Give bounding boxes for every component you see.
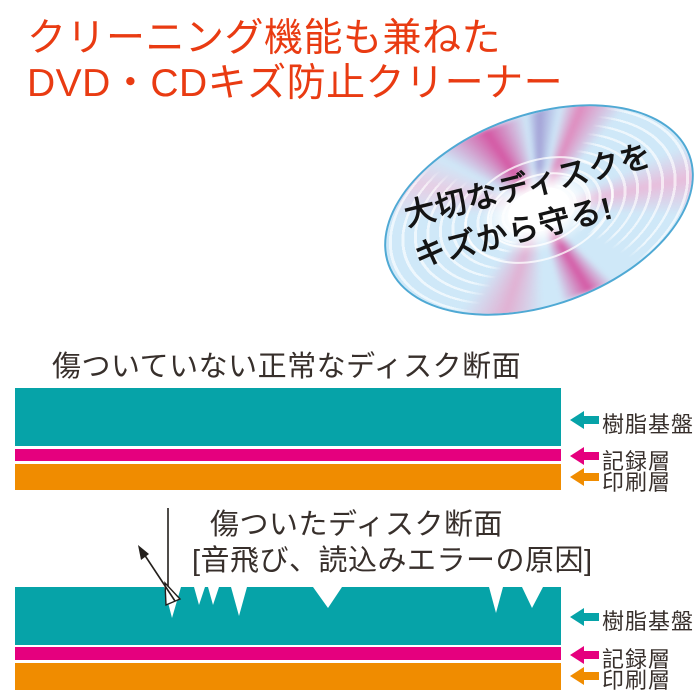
scratched-record-layer-bar xyxy=(15,647,561,660)
scratched-resin-label: 樹脂基盤 xyxy=(602,609,695,634)
scratched-disc-bars xyxy=(15,587,599,690)
normal-record-label: 記録層 xyxy=(602,449,672,474)
scratch-beam-arrowhead-icon xyxy=(164,581,182,607)
normal-resin-label: 樹脂基盤 xyxy=(602,412,695,437)
normal-print-arrow-icon xyxy=(570,468,599,486)
scratched-print-label: 印刷層 xyxy=(602,668,672,693)
normal-print-label: 印刷層 xyxy=(602,470,672,495)
scratched-resin-arrow-icon xyxy=(570,608,599,626)
normal-resin-arrow-icon xyxy=(570,411,599,429)
scratched-print-layer-bar xyxy=(15,663,561,690)
normal-section-title: 傷ついていない正常なディスク断面 xyxy=(52,351,522,383)
headline-line2: DVD・CDキズ防止クリーナー xyxy=(27,62,564,105)
normal-disc-bars xyxy=(15,388,599,490)
scratched-record-arrow-icon xyxy=(570,646,599,664)
normal-record-arrow-icon xyxy=(570,447,599,465)
scratch-indicator xyxy=(138,508,182,607)
scratch-deflect-line xyxy=(141,550,176,602)
scratch-deflect-arrowhead-icon xyxy=(138,545,149,560)
scratched-print-arrow-icon xyxy=(570,667,599,685)
scratched-section-title-line2: [音飛び、読込みエラーの原因] xyxy=(192,545,593,577)
normal-record-layer-bar xyxy=(15,449,561,461)
normal-resin-layer-bar xyxy=(15,388,561,446)
headline-line1: クリーニング機能も兼ねた xyxy=(27,17,502,60)
headline: クリーニング機能も兼ねた DVD・CDキズ防止クリーナー xyxy=(27,16,563,106)
scratched-resin-layer-bar xyxy=(15,587,561,645)
scratched-record-label: 記録層 xyxy=(602,647,672,672)
normal-print-layer-bar xyxy=(15,464,561,490)
scratched-section-title-line1: 傷ついたディスク断面 xyxy=(210,509,503,541)
